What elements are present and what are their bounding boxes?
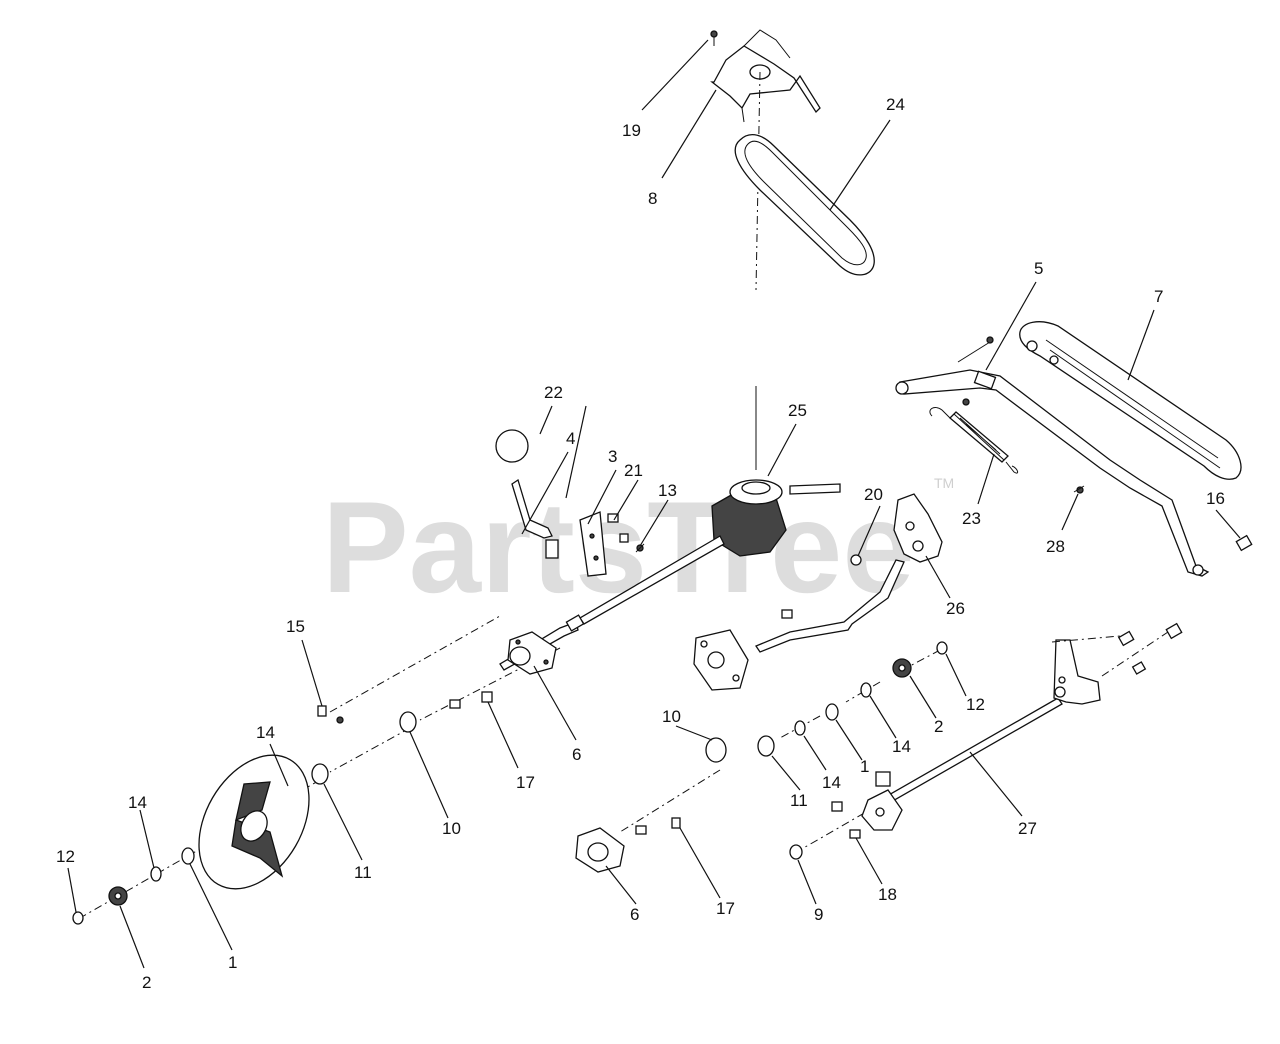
part-wheel-disc — [198, 754, 310, 890]
callout-11-upper: 11 — [354, 863, 372, 882]
part-knob-22 — [495, 429, 529, 463]
part-washer-14b — [150, 866, 162, 882]
part-bushing-10a — [399, 711, 417, 733]
callout-16: 16 — [1206, 489, 1225, 508]
callout-10-upper: 10 — [442, 819, 461, 838]
callout-20: 20 — [864, 485, 883, 504]
callout-14-lower-b: 14 — [892, 737, 911, 756]
parts — [72, 29, 1253, 925]
part-bearing-1a — [181, 847, 195, 865]
part-screw-28 — [1073, 485, 1085, 494]
callout-26: 26 — [946, 599, 965, 618]
part-bushing-10b — [705, 737, 727, 763]
part-bearing-flange-6b — [575, 825, 647, 873]
part-screw-15 — [317, 705, 344, 724]
part-ring-11b — [757, 735, 775, 757]
part-screw-19 — [710, 30, 718, 46]
callout-11-lower: 11 — [790, 791, 808, 810]
callout-25: 25 — [788, 401, 807, 420]
callout-27: 27 — [1018, 819, 1037, 838]
callout-2-left: 2 — [142, 973, 151, 992]
part-spring-23 — [929, 407, 1019, 474]
part-bearing-flange-6a — [507, 631, 557, 675]
part-drive-belt-24 — [734, 134, 875, 276]
callout-18: 18 — [878, 885, 897, 904]
callout-15: 15 — [286, 617, 305, 636]
callout-23: 23 — [962, 509, 981, 528]
part-screw-17a — [449, 691, 493, 709]
part-pinion-2b — [892, 658, 912, 678]
callout-10-lower: 10 — [662, 707, 681, 726]
callout-5: 5 — [1034, 259, 1043, 278]
callout-2-lower: 2 — [934, 717, 943, 736]
callout-6-lower: 6 — [630, 905, 639, 924]
part-axle-27 — [879, 622, 1183, 807]
part-washer-14d — [860, 682, 872, 698]
callout-12-lower: 12 — [966, 695, 985, 714]
part-screw-17b — [671, 817, 681, 829]
part-handle-7 — [1019, 321, 1242, 480]
callout-17-lower: 17 — [716, 899, 735, 918]
leader-lines — [67, 39, 1241, 969]
callout-28: 28 — [1046, 537, 1065, 556]
callout-24: 24 — [886, 95, 905, 114]
callout-14-lower: 14 — [822, 773, 841, 792]
part-bolt-20 — [850, 554, 862, 566]
callout-12-left: 12 — [56, 847, 75, 866]
part-bolt-18 — [849, 829, 861, 839]
part-bracket-26 — [693, 493, 943, 691]
callout-22: 22 — [544, 383, 563, 402]
callout-7: 7 — [1154, 287, 1163, 306]
callout-14-left: 14 — [128, 793, 147, 812]
part-bearing-1b — [825, 703, 839, 721]
part-nut-9 — [789, 844, 803, 860]
callout-3: 3 — [608, 447, 617, 466]
part-control-rod-5 — [895, 336, 1210, 577]
callout-9: 9 — [814, 905, 823, 924]
callout-14-upper: 14 — [256, 723, 275, 742]
callout-8: 8 — [648, 189, 657, 208]
part-transmission-25 — [579, 386, 841, 625]
callouts: 19 8 24 5 7 22 25 4 3 21 13 20 23 16 28 … — [56, 95, 1225, 992]
part-lever-4 — [511, 478, 559, 559]
part-ring-11a — [311, 763, 329, 785]
callout-21: 21 — [624, 461, 643, 480]
callout-4: 4 — [566, 429, 575, 448]
part-clip-12b — [936, 641, 948, 655]
part-pinion-2a — [108, 886, 128, 906]
part-washer-14c — [794, 720, 806, 736]
callout-19: 19 — [622, 121, 641, 140]
part-bolt-16 — [1235, 534, 1253, 552]
part-clip-12a — [72, 911, 84, 925]
callout-1-lower: 1 — [860, 757, 869, 776]
callout-1-left: 1 — [228, 953, 237, 972]
part-belt-guard-8 — [710, 29, 821, 291]
callout-6-upper: 6 — [572, 745, 581, 764]
part-nut-21 — [607, 513, 629, 543]
part-bracket-lower — [831, 771, 903, 831]
watermark-trademark: TM — [934, 475, 954, 491]
callout-17-upper: 17 — [516, 773, 535, 792]
callout-13: 13 — [658, 481, 677, 500]
